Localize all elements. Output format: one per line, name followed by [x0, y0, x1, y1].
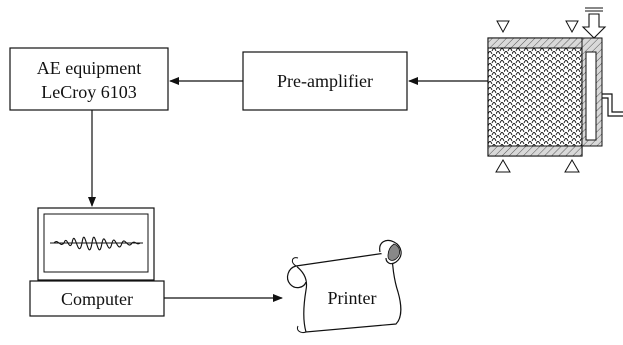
ae-equipment-model: LeCroy 6103 — [41, 82, 136, 102]
ae-equipment-label: AE equipment — [37, 58, 141, 78]
printer-label: Printer — [328, 288, 377, 308]
top-platen — [487, 37, 583, 49]
triangle-sensor-icon — [565, 20, 579, 34]
computer-label: Computer — [61, 289, 133, 309]
loading-bracket — [602, 93, 623, 113]
load-arrow-icon — [581, 7, 607, 39]
triangle-sensor-icon — [495, 159, 511, 173]
monitor-waveform-icon — [37, 207, 155, 281]
specimen-with-sensors-icon — [487, 7, 623, 173]
computer-box: Computer — [29, 280, 165, 317]
ae-equipment-box: AE equipment LeCroy 6103 — [9, 47, 169, 111]
triangle-sensor-icon — [496, 20, 510, 34]
preamplifier-label: Pre-amplifier — [277, 71, 373, 91]
triangle-sensor-icon — [564, 159, 580, 173]
specimen-body — [487, 37, 583, 157]
bottom-platen — [487, 145, 583, 157]
paper-scroll-icon: Printer — [286, 239, 402, 333]
loading-plate-slot — [585, 51, 597, 141]
preamplifier-box: Pre-amplifier — [242, 51, 408, 111]
